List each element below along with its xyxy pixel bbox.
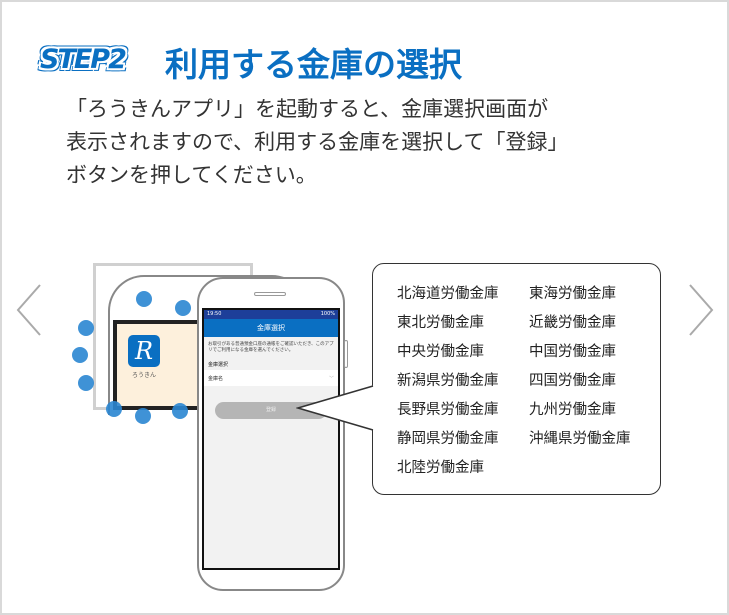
bank-select[interactable]: 金庫名﹀ xyxy=(204,370,338,386)
prev-button[interactable] xyxy=(14,280,44,340)
chevron-left-icon xyxy=(16,284,41,336)
app-icon-label: ろうきん xyxy=(131,372,156,379)
bank-list-item: 長野県労働金庫 xyxy=(397,402,499,418)
tap-indicator-dot xyxy=(136,291,152,307)
description: 「ろうきんアプリ」を起動すると、金庫選択画面が 表示されますので、利用する金庫を… xyxy=(66,97,569,187)
register-button[interactable]: 登録 xyxy=(215,402,327,419)
tap-indicator-dot xyxy=(72,347,88,363)
bank-list-item: 静岡県労働金庫 xyxy=(397,431,499,447)
bubble-tail xyxy=(296,385,374,431)
tap-indicator-dot xyxy=(175,300,191,316)
bank-list-item: 四国労働金庫 xyxy=(529,373,616,389)
page-title: 利用する金庫の選択 xyxy=(165,45,462,84)
bank-list-item: 九州労働金庫 xyxy=(529,402,616,418)
phone-side-button xyxy=(344,340,348,368)
bank-list: 北海道労働金庫 東海労働金庫東北労働金庫 近畿労働金庫中央労働金庫 中国労働金庫新潟県… xyxy=(397,283,661,480)
rokin-app-icon[interactable]: R xyxy=(128,335,160,367)
bank-list-item: 北海道労働金庫 xyxy=(397,286,499,302)
bank-list-item: 東海労働金庫 xyxy=(529,286,616,302)
app-title: 金庫選択 xyxy=(204,319,338,337)
bank-list-item: 中国労働金庫 xyxy=(529,344,616,360)
chevron-down-icon: ﹀ xyxy=(328,375,334,382)
bank-list-item: 東北労働金庫 xyxy=(397,315,484,331)
next-button[interactable] xyxy=(686,280,716,340)
tap-indicator-dot xyxy=(78,320,94,336)
info-text: お取引がある普通預金口座の通帳をご確認いただき、このアプリでご利用になる金庫を選… xyxy=(208,342,334,353)
bank-list-item: 沖縄県労働金庫 xyxy=(529,431,631,447)
tap-indicator-dot xyxy=(135,408,151,424)
tap-indicator-dot xyxy=(106,401,122,417)
phone-speaker xyxy=(254,292,286,296)
field-label: 金庫選択 xyxy=(208,362,229,368)
tap-indicator-dot xyxy=(78,375,94,391)
bank-list-item: 北陸労働金庫 xyxy=(397,460,484,476)
bank-list-item: 新潟県労働金庫 xyxy=(397,373,499,389)
speech-bubble xyxy=(372,263,661,495)
chevron-right-icon xyxy=(689,284,714,336)
step-badge: STEP2 xyxy=(40,43,127,75)
bank-list-item: 近畿労働金庫 xyxy=(529,315,616,331)
bank-list-item: 中央労働金庫 xyxy=(397,344,484,360)
tap-indicator-dot xyxy=(172,403,188,419)
